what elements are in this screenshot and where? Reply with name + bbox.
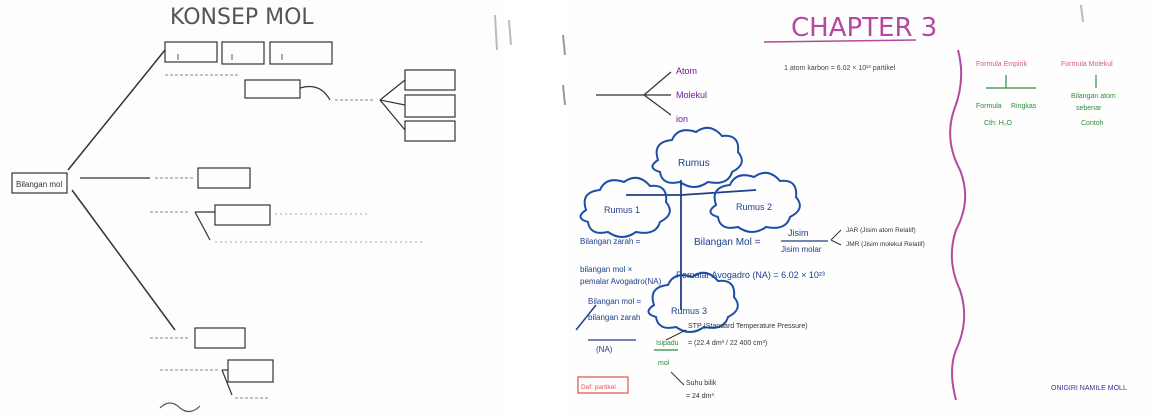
cloud-center <box>651 126 743 188</box>
particle-molekul: Molekul <box>676 90 707 100</box>
side-item-example: Cth: H₂O <box>984 120 1013 127</box>
particle-ion: ion <box>676 114 688 124</box>
side-item-contoh: Contoh <box>1081 120 1104 127</box>
right-whiteboard-photo: CHAPTER 3 Atom Molekul ion 1 atom karbon… <box>566 0 1152 417</box>
right-chapter-drawing: CHAPTER 3 Atom Molekul ion 1 atom karbon… <box>575 4 1127 401</box>
side-note-jmr: JMR (Jisim molekul Relatif) <box>846 241 925 248</box>
side-item-sebenar: sebenar <box>1076 105 1102 112</box>
particle-atom: Atom <box>676 66 697 76</box>
left-col-line-3: pemalar Avogadro(NA) <box>580 277 662 286</box>
left-col-line-2: bilangan mol × <box>580 265 633 274</box>
side-head-molekul: Formula Molekul <box>1061 61 1113 68</box>
mol-eq-denominator: Jisim molar <box>781 245 822 254</box>
root-label: Bilangan mol <box>16 180 62 189</box>
left-title: KONSEP MOL <box>170 5 314 30</box>
isipadu-mol: mol <box>658 360 670 367</box>
mol-eq-numerator: Jisim <box>788 228 809 238</box>
stp-line-2: = (22.4 dm³ / 22 400 cm³) <box>688 340 767 347</box>
side-item-ringkas: Ringkas <box>1011 103 1037 110</box>
footer-left-note: Def: partikel <box>581 384 616 391</box>
side-note-jar: JAR (Jisim atom Relatif) <box>846 227 916 234</box>
footer-right-note: ONIGIRI NAMILE MOLL <box>1051 385 1127 392</box>
isipadu-label: Isipadu <box>656 340 679 347</box>
stp-line-1: STP (Standard Temperature Pressure) <box>688 323 808 330</box>
suhu-line-1: Suhu bilik <box>686 380 717 387</box>
left-col-line-5: bilangan zarah <box>588 313 640 322</box>
avogadro-constant: Pemalar Avogadro (NA) = 6.02 × 10²³ <box>676 270 825 280</box>
purple-divider <box>949 49 967 401</box>
formula-top: 1 atom karbon = 6.02 × 10²³ partikel <box>784 65 896 72</box>
right-title: CHAPTER 3 <box>791 13 937 43</box>
cloud-rumus-3 <box>647 271 739 333</box>
root-box <box>11 172 68 194</box>
cloud-rumus-1-label: Rumus 1 <box>604 205 640 215</box>
mol-eq-left: Bilangan Mol = <box>694 237 761 248</box>
left-whiteboard-photo: KONSEP MOL Bilangan mol <box>0 0 505 417</box>
cloud-rumus-1 <box>579 176 671 238</box>
side-item-bilangan-atom: Bilangan atom <box>1071 93 1116 100</box>
suhu-line-2: = 24 dm³ <box>686 393 714 400</box>
photo-divider <box>505 0 566 417</box>
cloud-center-label: Rumus <box>678 158 710 169</box>
left-col-line-6: (NA) <box>596 345 613 354</box>
left-col-line-4: Bilangan mol = <box>588 297 641 306</box>
cloud-rumus-2 <box>709 171 801 233</box>
side-item-formula: Formula <box>976 103 1002 110</box>
side-head-empirik: Formula Empirik <box>976 61 1027 68</box>
left-mindmap-drawing: KONSEP MOL Bilangan mol <box>11 5 498 413</box>
cloud-rumus-3-label: Rumus 3 <box>671 306 707 316</box>
cloud-rumus-2-label: Rumus 2 <box>736 202 772 212</box>
left-col-line-1: Bilangan zarah = <box>580 237 641 246</box>
